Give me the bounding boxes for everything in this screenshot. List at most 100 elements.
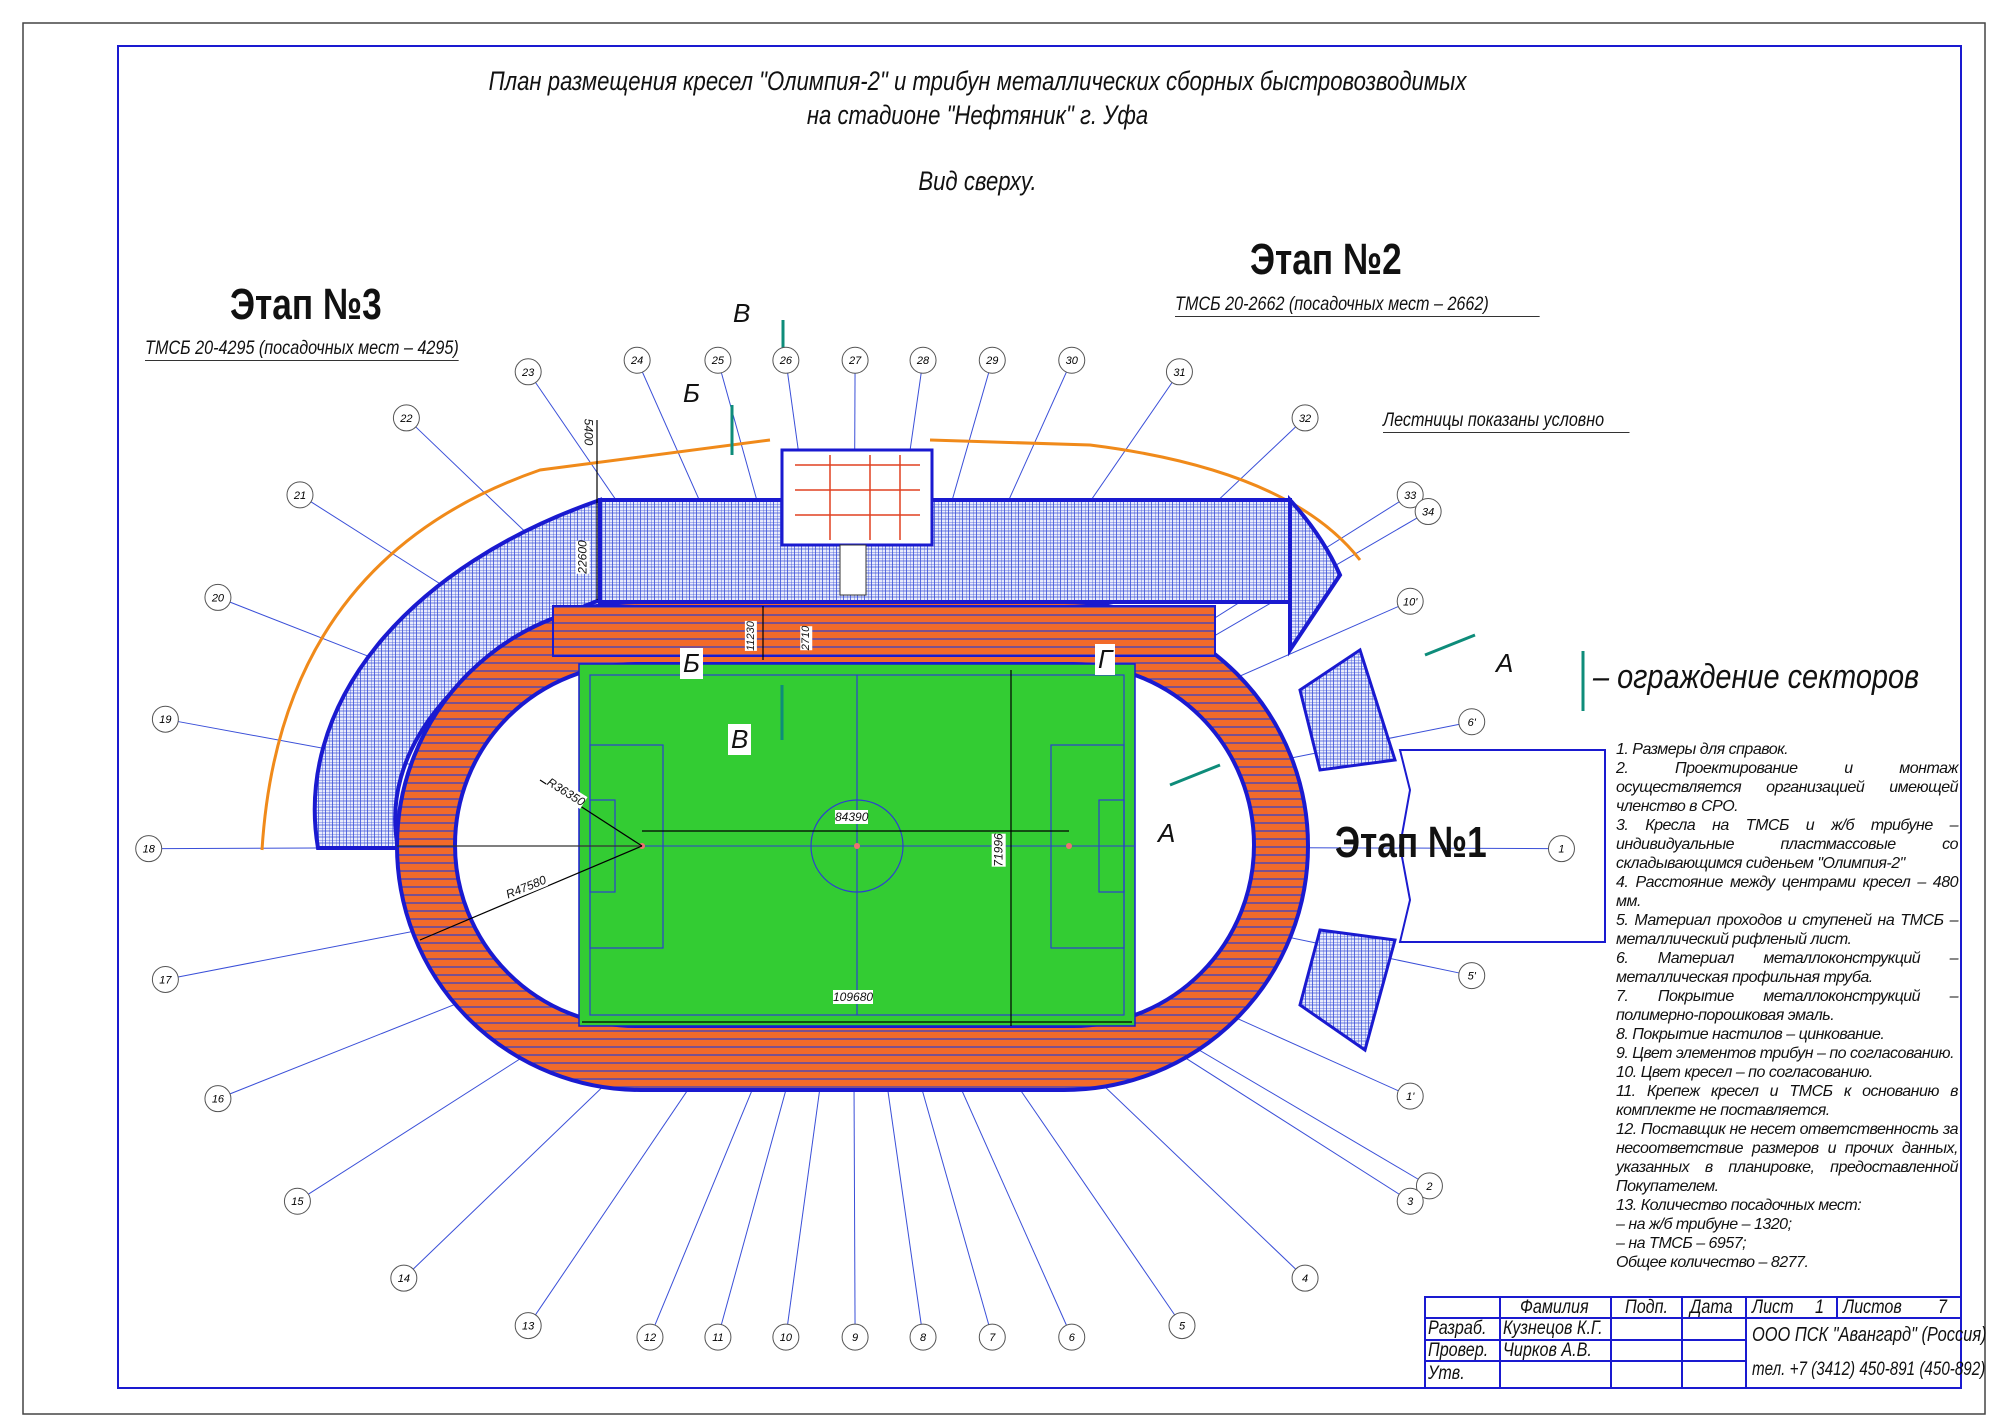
axis-label: 14 — [398, 1273, 410, 1285]
tb-header-surname: Фамилия — [1520, 1297, 1589, 1318]
section-letter-b: Б — [683, 378, 700, 408]
outer-border — [22, 22, 1986, 1415]
axis-label: 29 — [985, 355, 998, 367]
section-letter-v: В — [728, 724, 752, 755]
tb-role-approver: Утв. — [1428, 1363, 1465, 1384]
axis-bubble — [1547, 835, 1575, 863]
section-letter-g: Г — [1095, 644, 1116, 675]
stand-stage1-bottom — [1298, 928, 1397, 1053]
section-letter-a: А — [1158, 818, 1176, 848]
dim-2710: 2710 — [800, 625, 813, 651]
tb-phone: тел. +7 (3412) 450-891 (450-892) — [1752, 1359, 1986, 1380]
track-straight-top — [552, 605, 1216, 657]
central-building — [780, 448, 934, 547]
axis-label: 22 — [399, 413, 412, 425]
axis-bubble — [623, 346, 651, 374]
axis-label: 5' — [1468, 971, 1477, 983]
note-item: Общее количество – 8277. — [1616, 1254, 1809, 1271]
note-item: 1. Размеры для справок. — [1616, 741, 1789, 758]
stage1-label: Этап №1 — [1335, 818, 1487, 867]
note-item: 8. Покрытие настилов – цинкование. — [1616, 1026, 1885, 1043]
axis-line — [654, 1066, 763, 1326]
axis-label: 3 — [1407, 1196, 1414, 1208]
tb-sheets-label: Листов — [1843, 1297, 1902, 1318]
note-item: 9. Цвет элементов трибун – по согласован… — [1616, 1045, 1955, 1062]
note-item: 6. Материал металлоконструкций – металли… — [1616, 950, 1959, 986]
axis-bubble — [151, 965, 179, 993]
axis-bubble — [1165, 358, 1193, 386]
axis-label: 33 — [1404, 490, 1417, 502]
axis-bubble — [1291, 404, 1319, 432]
axis-label: 6' — [1468, 717, 1477, 729]
tb-sheets-count: 7 — [1938, 1297, 1947, 1318]
inner-frame — [117, 45, 1962, 1389]
axis-label: 8 — [920, 1332, 927, 1344]
axis-label: 5 — [1179, 1321, 1186, 1333]
note-item: – на ж/б трибуне – 1320; — [1616, 1216, 1792, 1233]
axis-bubble — [636, 1323, 664, 1351]
tb-header-sign: Подп. — [1625, 1297, 1668, 1318]
axis-label: 23 — [521, 367, 535, 379]
axis-line — [535, 1061, 708, 1316]
axis-bubble — [1291, 1264, 1319, 1292]
axis-bubble — [1396, 1187, 1424, 1215]
note-item: 7. Покрытие металлоконструкций – полимер… — [1616, 988, 1959, 1024]
drawing-title-line2: на стадионе "Нефтяник" г. Уфа — [806, 100, 1149, 130]
axis-bubble — [151, 705, 179, 733]
axis-bubble — [283, 1187, 311, 1215]
axis-label: 25 — [711, 355, 725, 367]
axis-line — [787, 1066, 824, 1325]
football-field — [578, 663, 1136, 1027]
axis-line — [853, 1067, 856, 1325]
axis-label: 7 — [989, 1332, 996, 1344]
axis-label: 32 — [1299, 413, 1311, 425]
axis-label: 28 — [916, 355, 930, 367]
note-item: 4. Расстояние между центрами кресел – 48… — [1616, 874, 1959, 910]
tb-sheet-number: 1 — [1815, 1297, 1824, 1318]
axis-bubble — [1058, 1323, 1086, 1351]
axis-bubble — [1396, 481, 1424, 509]
axis-label: 2 — [1425, 1181, 1432, 1193]
stage3-subtitle: ТМСБ 20-4295 (посадочных мест – 4295) — [145, 338, 459, 361]
axis-label: 6 — [1069, 1332, 1076, 1344]
axis-bubble — [841, 346, 869, 374]
general-notes: 1. Размеры для справок.2. Проектирование… — [1616, 740, 1959, 1272]
axis-bubble — [841, 1323, 869, 1351]
axis-bubble — [286, 481, 314, 509]
stand-main — [598, 498, 1292, 604]
axis-label: 1' — [1406, 1091, 1415, 1103]
section-cut-marks — [730, 320, 1476, 787]
orange-boundary — [260, 438, 1362, 851]
stand-stage2-right — [1288, 494, 1343, 657]
section-letter-b: Б — [680, 648, 703, 679]
section-letter-v: В — [733, 298, 751, 328]
axis-bubble — [1414, 498, 1442, 526]
axis-bubble — [1396, 587, 1424, 615]
stage3-label: Этап №3 — [230, 280, 382, 329]
note-item: 11. Крепеж кресел и ТМСБ к основанию в к… — [1616, 1083, 1959, 1119]
axis-bubble — [392, 404, 420, 432]
stage2-subtitle: ТМСБ 20-2662 (посадочных мест – 2662) — [1175, 294, 1540, 317]
drawing-view-label: Вид сверху. — [918, 166, 1037, 196]
stage1-outline — [1398, 749, 1606, 943]
dim-22600: 22600 — [575, 540, 590, 574]
tb-name-checker: Чирков А.В. — [1503, 1340, 1592, 1361]
stage2-label: Этап №2 — [1250, 235, 1402, 284]
tb-company: ООО ПСК "Авангард" (Россия) — [1752, 1324, 1987, 1346]
axis-bubble — [1458, 708, 1486, 736]
dim-11230: 11230 — [744, 621, 757, 651]
axis-label: 30 — [1066, 355, 1079, 367]
axis-label: 34 — [1422, 507, 1434, 519]
axis-label: 24 — [630, 355, 643, 367]
axis-bubble — [1415, 1172, 1443, 1200]
note-item: 5. Материал проходов и ступеней на ТМСБ … — [1616, 912, 1959, 948]
tb-sheet-label: Лист — [1752, 1297, 1794, 1318]
axis-label: 12 — [644, 1332, 656, 1344]
axis-bubble — [204, 1085, 232, 1113]
axis-bubble — [909, 1323, 937, 1351]
axis-bubble — [909, 346, 937, 374]
axis-bubble — [1168, 1312, 1196, 1340]
stand-stage3-left — [312, 497, 602, 850]
axis-label: 4 — [1302, 1273, 1308, 1285]
